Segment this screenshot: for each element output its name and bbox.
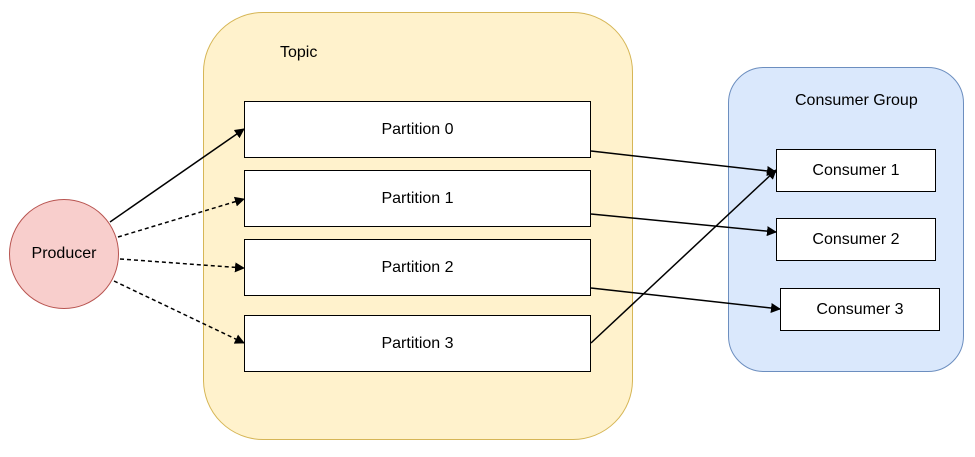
edge-partition-0-consumer-1 [590,150,777,176]
consumer-3-box: Consumer 3 [780,288,940,331]
partition-0-box: Partition 0 [244,101,591,158]
consumer-label: Consumer 2 [812,230,900,248]
edge-producer-partition-2 [119,258,245,273]
edge-partition-2-consumer-3 [590,287,781,313]
edge-partition-1-consumer-2 [590,213,777,237]
partition-label: Partition 0 [381,120,454,138]
partition-label: Partition 2 [381,258,454,276]
partition-3-box: Partition 3 [244,315,591,372]
partition-label: Partition 3 [381,334,454,352]
edge-producer-partition-0 [109,128,245,223]
consumer-label: Consumer 1 [812,161,900,179]
topic-label: Topic [280,44,318,61]
edge-producer-partition-1 [117,196,245,238]
partition-2-box: Partition 2 [244,239,591,296]
consumer-label: Consumer 3 [816,300,904,318]
partition-1-box: Partition 1 [244,170,591,227]
consumer-1-box: Consumer 1 [776,149,936,192]
consumer-group-label: Consumer Group [795,92,918,109]
producer-label: Producer [31,245,97,262]
consumer-2-box: Consumer 2 [776,218,936,261]
producer-node: Producer [9,199,119,309]
edge-producer-partition-3 [113,280,245,344]
partition-label: Partition 1 [381,189,454,207]
edge-partition-3-consumer-1 [590,169,777,344]
